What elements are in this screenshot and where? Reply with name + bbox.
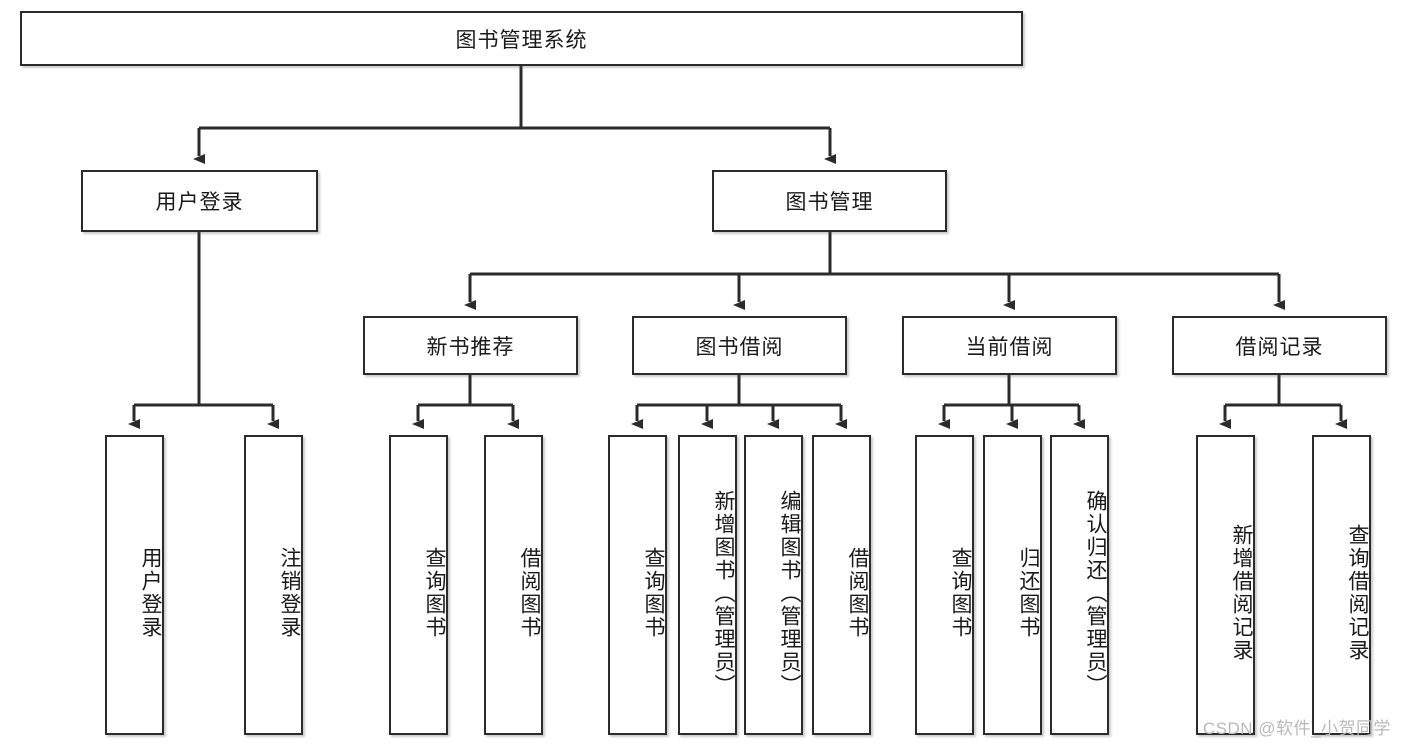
node-new-book-rec[interactable]: 新书推荐 <box>363 316 578 375</box>
node-book-manage-label: 图书管理 <box>785 191 874 214</box>
node-new-book-rec-label: 新书推荐 <box>426 335 515 359</box>
node-leaf-edit-book-label: 编辑图书（管理员） <box>778 489 801 697</box>
node-leaf-user-login[interactable]: 用户登录 <box>105 435 164 735</box>
node-user-login[interactable]: 用户登录 <box>81 170 318 232</box>
node-leaf-query-book-2-label: 查询图书 <box>642 547 665 639</box>
node-leaf-query-record[interactable]: 查询借阅记录 <box>1312 435 1371 735</box>
node-book-borrow-label: 图书借阅 <box>695 335 784 359</box>
node-leaf-query-record-label: 查询借阅记录 <box>1346 524 1369 662</box>
node-leaf-logout[interactable]: 注销登录 <box>244 435 303 735</box>
node-leaf-borrow-book-2-label: 借阅图书 <box>846 547 869 639</box>
node-borrow-record-label: 借阅记录 <box>1235 335 1324 359</box>
node-leaf-borrow-book-1-label: 借阅图书 <box>518 547 541 639</box>
node-root-label: 图书管理系统 <box>455 28 588 52</box>
node-leaf-query-book-2[interactable]: 查询图书 <box>608 435 667 735</box>
node-leaf-confirm-return[interactable]: 确认归还（管理员） <box>1050 435 1109 735</box>
node-leaf-return-book[interactable]: 归还图书 <box>983 435 1042 735</box>
node-leaf-add-book[interactable]: 新增图书（管理员） <box>678 435 737 735</box>
node-leaf-user-login-label: 用户登录 <box>139 547 162 639</box>
node-current-borrow[interactable]: 当前借阅 <box>902 316 1117 375</box>
node-leaf-query-book-3[interactable]: 查询图书 <box>915 435 974 735</box>
node-leaf-query-book-1[interactable]: 查询图书 <box>389 435 448 735</box>
node-borrow-record[interactable]: 借阅记录 <box>1172 316 1387 375</box>
node-leaf-borrow-book-2[interactable]: 借阅图书 <box>812 435 871 735</box>
node-book-manage[interactable]: 图书管理 <box>712 170 947 232</box>
node-leaf-add-book-label: 新增图书（管理员） <box>712 489 735 697</box>
node-leaf-add-record[interactable]: 新增借阅记录 <box>1196 435 1255 735</box>
node-leaf-logout-label: 注销登录 <box>278 547 301 639</box>
node-book-borrow[interactable]: 图书借阅 <box>632 316 847 375</box>
node-user-login-label: 用户登录 <box>155 191 244 214</box>
node-leaf-confirm-return-label: 确认归还（管理员） <box>1084 489 1107 697</box>
node-leaf-borrow-book-1[interactable]: 借阅图书 <box>484 435 543 735</box>
node-leaf-add-record-label: 新增借阅记录 <box>1230 524 1253 662</box>
node-leaf-query-book-1-label: 查询图书 <box>423 547 446 639</box>
node-current-borrow-label: 当前借阅 <box>965 335 1054 359</box>
node-root[interactable]: 图书管理系统 <box>20 11 1023 66</box>
node-leaf-query-book-3-label: 查询图书 <box>949 547 972 639</box>
node-leaf-edit-book[interactable]: 编辑图书（管理员） <box>744 435 803 735</box>
node-leaf-return-book-label: 归还图书 <box>1017 547 1040 639</box>
